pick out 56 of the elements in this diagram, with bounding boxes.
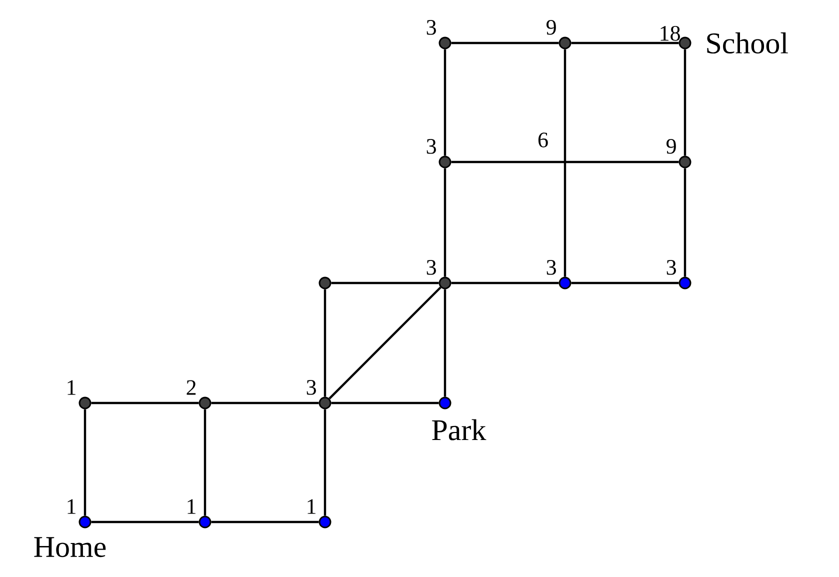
road-line (204, 409, 206, 516)
vertex-dot (318, 396, 332, 410)
vertex-number: 1 (188, 499, 196, 514)
road-line (211, 520, 319, 524)
vertex-number: 1 (68, 380, 76, 395)
vertex-number: 18 (660, 26, 680, 41)
road-line (451, 282, 559, 284)
vertex-number: 1 (68, 499, 76, 514)
road-line (571, 282, 679, 284)
vertex-dot (198, 516, 212, 528)
vertex-number: 3 (666, 260, 676, 275)
vertex-number: 3 (546, 260, 556, 275)
road-line (324, 409, 326, 516)
vertex-number: 9 (666, 139, 676, 154)
place-name: Home (34, 537, 106, 558)
road-line (84, 409, 86, 516)
vertex-dot (438, 396, 452, 410)
road-line (571, 42, 679, 44)
road-line (328, 286, 442, 400)
vertex-number: 2 (186, 380, 196, 395)
road-line (91, 520, 199, 524)
road-line (684, 168, 686, 277)
road-line (331, 282, 439, 284)
road-line (444, 289, 446, 397)
vertex-dot (198, 396, 212, 410)
vertex-dot (318, 276, 332, 290)
road-line (324, 289, 326, 397)
vertex-number: 6 (538, 132, 548, 148)
vertex-dot (678, 36, 692, 50)
vertex-dot (678, 156, 692, 168)
vertex-number: 1 (308, 499, 316, 514)
vertex-number: 3 (426, 139, 436, 154)
vertex-dot (78, 516, 92, 528)
vertex-number: 3 (426, 260, 436, 275)
road-line (451, 160, 679, 164)
place-name: Park (432, 419, 486, 440)
road-line (451, 42, 559, 44)
vertex-number: 9 (546, 20, 556, 35)
road-line (91, 402, 199, 404)
road-line (564, 49, 566, 277)
road-line (444, 168, 446, 277)
place-name: School (707, 32, 788, 54)
road-line (444, 49, 446, 156)
road-line (211, 402, 319, 404)
vertex-dot (78, 396, 92, 410)
vertex-number: 3 (306, 380, 316, 395)
road-line (331, 402, 439, 404)
vertex-dot (558, 276, 572, 290)
vertex-number: 3 (426, 20, 436, 35)
vertex-dot (678, 276, 692, 290)
road-line (684, 49, 686, 156)
vertex-dot (318, 516, 332, 528)
vertex-dot (438, 36, 452, 50)
vertex-dot (558, 36, 572, 50)
vertex-dot (438, 276, 452, 290)
vertex-dot (438, 156, 452, 168)
